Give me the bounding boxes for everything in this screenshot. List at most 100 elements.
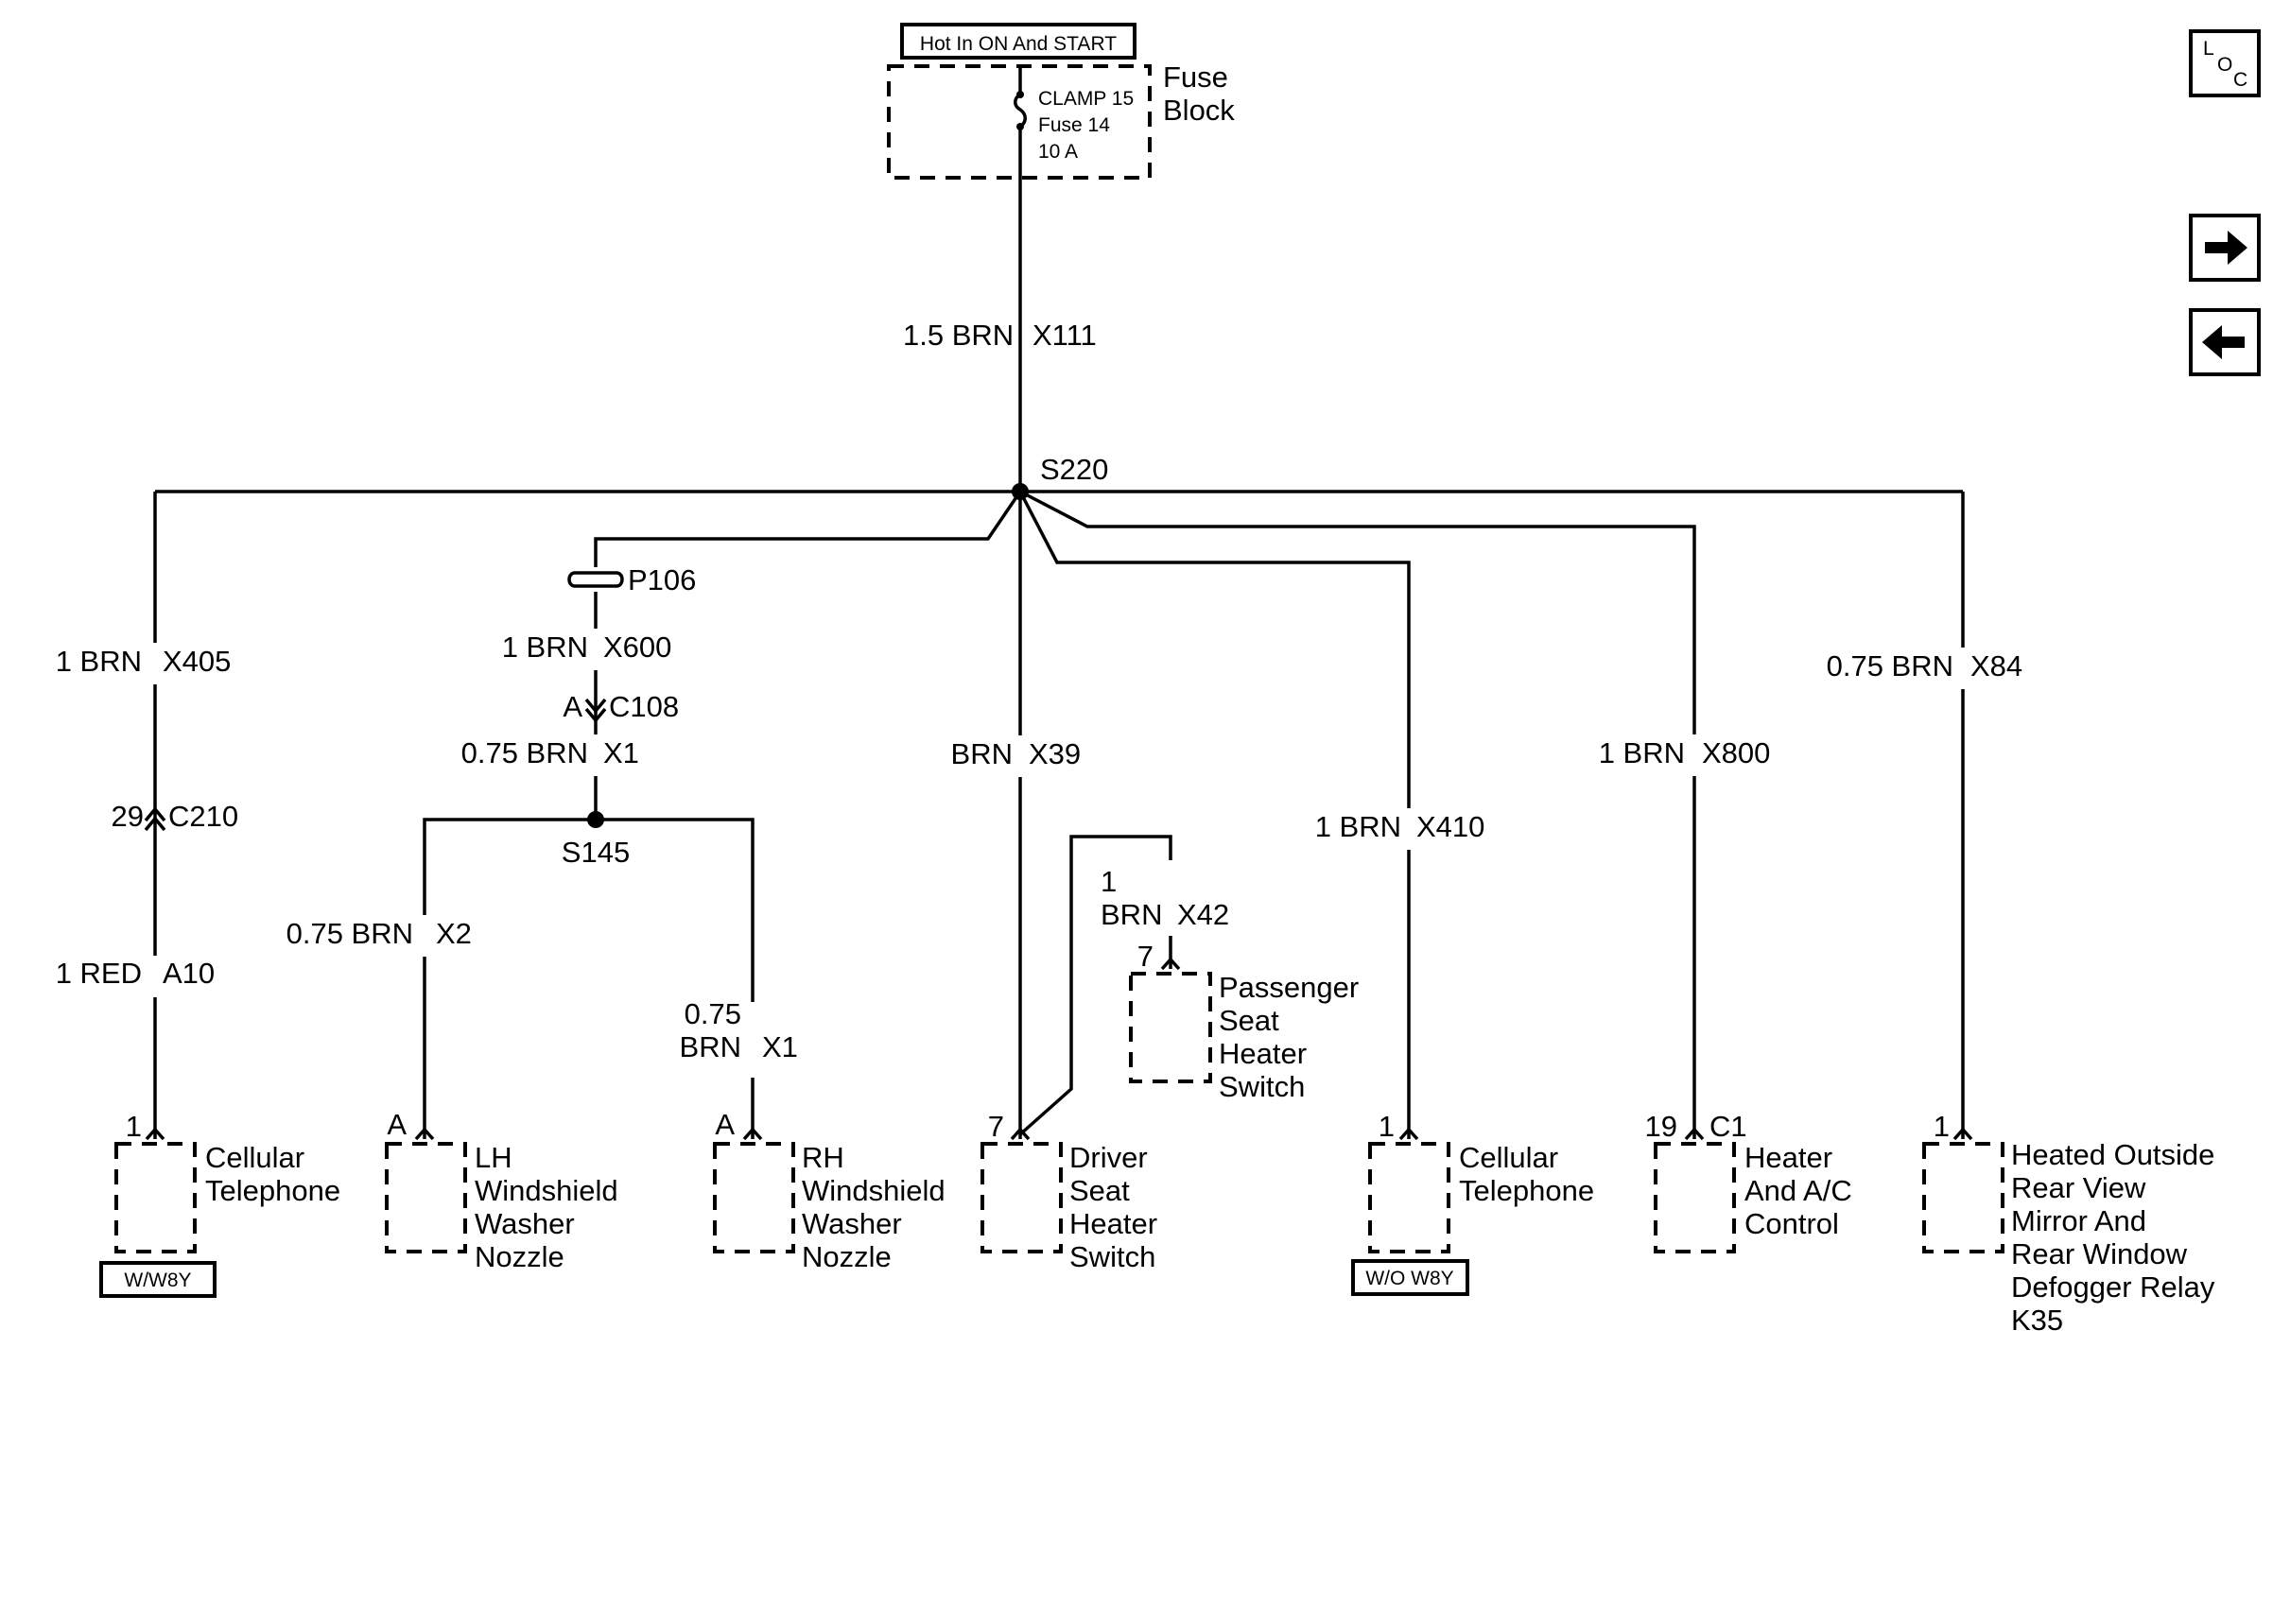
cellular-telephone-no-w8y-branch: 1 BRN X410 1 Cellular Telephone W/O W8Y	[1018, 491, 1594, 1296]
cellular-telephone-w8y-branch: 1 BRN X405 29 C210 1 RED A10 1 Cellular …	[56, 492, 340, 1298]
previous-page-button[interactable]	[2189, 308, 2261, 376]
defogger-relay-label-line6: K35	[2011, 1304, 2063, 1337]
hot-in-label: Hot In ON And START	[920, 33, 1117, 55]
hvac-control-connector-id: C1	[1709, 1110, 1747, 1143]
driver-seat-label-line4: Switch	[1069, 1240, 1155, 1273]
cellular-telephone-2-pin: 1	[1379, 1110, 1395, 1143]
fuse-terminal	[1016, 91, 1024, 98]
wire-x405-circuit: X405	[163, 645, 231, 678]
wire-x1b-circuit: X1	[762, 1030, 798, 1063]
passenger-seat-connector	[1129, 972, 1212, 1083]
cellular-telephone-2-label-line1: Cellular	[1459, 1141, 1558, 1174]
wire-x42-label-gap	[1155, 860, 1186, 936]
pin-terminal-icon	[1398, 1127, 1419, 1141]
wire-x42-circuit: X42	[1177, 898, 1229, 931]
wire-x405-label-gap	[142, 643, 168, 684]
fuse-terminal	[1016, 123, 1024, 130]
location-icon	[2189, 29, 2261, 97]
wire-x111-circuit: X111	[1032, 319, 1097, 352]
seat-heater-branch: BRN X39 1 BRN X42 7 Passenger Seat Heate…	[951, 492, 1359, 1273]
s145-branch-wire	[423, 818, 755, 1139]
lh-washer-label-line1: LH	[475, 1141, 512, 1174]
pin-terminal-icon	[1952, 1127, 1973, 1141]
main-feed-wire: 1.5 BRN X111 S220	[903, 178, 1108, 500]
rh-washer-connector	[713, 1142, 795, 1253]
driver-seat-label-line1: Driver	[1069, 1141, 1148, 1174]
fuse-number-label: Fuse 14	[1038, 114, 1110, 136]
cellular-telephone-1-pin: 1	[126, 1110, 142, 1143]
defogger-relay-connector	[1922, 1142, 2004, 1253]
connector-c210-icon	[144, 806, 166, 832]
washer-nozzle-branch: P106 1 BRN X600 A C108 0.75 BRN X1 S145 …	[286, 491, 1022, 1273]
wire-x84-label-gap	[1948, 648, 1978, 689]
cellular-telephone-1-label-line1: Cellular	[205, 1141, 304, 1174]
rh-washer-pin: A	[715, 1108, 735, 1141]
passenger-seat-label-line4: Switch	[1219, 1070, 1305, 1103]
driver-seat-label-line3: Heater	[1069, 1207, 1157, 1240]
defogger-relay-label-line3: Mirror And	[2011, 1204, 2146, 1237]
cellular-telephone-1-label-line2: Telephone	[205, 1174, 340, 1207]
wire-a10-label-gap	[142, 956, 168, 997]
wire-x600	[594, 491, 1022, 820]
lh-washer-label-line4: Nozzle	[475, 1240, 564, 1273]
fuse-14-icon	[1014, 66, 1027, 178]
wire-x84-size: 0.75 BRN	[1827, 649, 1953, 682]
wire-x2-circuit: X2	[436, 917, 472, 950]
pin-terminal-icon	[1684, 1127, 1705, 1141]
wire-x600-label-gap	[581, 629, 611, 670]
cellular-telephone-2-connector	[1368, 1142, 1450, 1253]
wire-x84-circuit: X84	[1970, 649, 2022, 682]
rh-washer-label-line4: Nozzle	[802, 1240, 892, 1273]
option-badge-no-w8y: W/O W8Y	[1365, 1268, 1453, 1289]
wire-x1b-size-line1: 0.75	[685, 997, 741, 1030]
wire-x410-label-gap	[1394, 808, 1424, 850]
wire-a10-circuit: A10	[163, 957, 215, 990]
pin-terminal-icon	[414, 1127, 435, 1141]
wire-x410-circuit: X410	[1416, 810, 1484, 843]
pin-terminal-icon	[1160, 957, 1181, 971]
connector-c108-label: C108	[609, 690, 679, 723]
passenger-seat-label-line2: Seat	[1219, 1004, 1279, 1037]
wire-x1b-label-gap	[737, 1002, 768, 1078]
defogger-relay-pin: 1	[1934, 1110, 1950, 1143]
fuse-clamp-label: CLAMP 15	[1038, 88, 1134, 110]
location-button[interactable]: L O C	[2189, 29, 2261, 97]
wire-x39-size: BRN	[951, 737, 1013, 770]
pin-terminal-icon	[742, 1127, 763, 1141]
hvac-control-label-line3: Control	[1744, 1207, 1839, 1240]
next-page-button[interactable]	[2189, 214, 2261, 282]
defogger-relay-label-line4: Rear Window	[2011, 1237, 2188, 1270]
hot-in-label-box	[900, 23, 1136, 60]
p106-gap	[571, 567, 620, 592]
wire-x39-label-gap	[1005, 735, 1035, 777]
fuse-rating-label: 10 A	[1038, 141, 1078, 163]
wire-x39-circuit: X39	[1029, 737, 1081, 770]
connector-c210-label: C210	[168, 800, 238, 833]
option-badge-w8y-frame	[99, 1261, 217, 1298]
defogger-relay-branch: 0.75 BRN X84 1 Heated Outside Rear View …	[1827, 492, 2215, 1337]
fuse-block: Hot In ON And START CLAMP 15 Fuse 14 10 …	[887, 23, 1235, 180]
pin-terminal-icon	[145, 1127, 165, 1141]
driver-seat-connector	[980, 1142, 1063, 1253]
wire-x1b-size-line2: BRN	[680, 1030, 741, 1063]
hvac-control-pin: 19	[1645, 1110, 1677, 1143]
lh-washer-label-line2: Windshield	[475, 1174, 618, 1207]
wire-x410-size: 1 BRN	[1315, 810, 1401, 843]
defogger-relay-label-line2: Rear View	[2011, 1171, 2146, 1204]
wire-x800-label-gap	[1679, 734, 1709, 776]
wire-x600-size: 1 BRN	[502, 631, 588, 664]
wire-x1-label-gap	[581, 734, 611, 776]
lh-washer-connector	[385, 1142, 467, 1253]
wire-x1-size: 0.75 BRN	[461, 736, 588, 769]
hvac-control-label-line1: Heater	[1744, 1141, 1832, 1174]
arrow-right-icon	[2205, 231, 2247, 265]
wire-x2-label-gap	[409, 915, 440, 957]
wire-x405-size: 1 BRN	[56, 645, 142, 678]
connector-c108-icon	[584, 698, 607, 723]
hvac-control-label-line2: And A/C	[1744, 1174, 1852, 1207]
passenger-seat-label-line1: Passenger	[1219, 971, 1359, 1004]
wire-x42-size-line2: BRN	[1101, 898, 1162, 931]
pin-terminal-icon	[1010, 1127, 1031, 1141]
wire-x2-size: 0.75 BRN	[286, 917, 413, 950]
